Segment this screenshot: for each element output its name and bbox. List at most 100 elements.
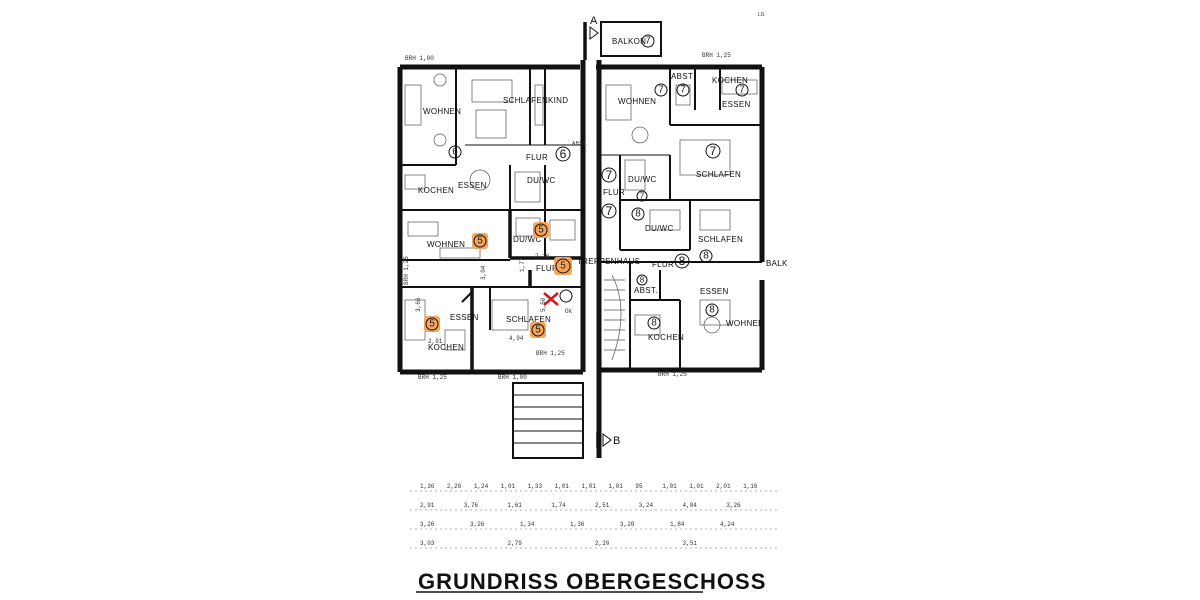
room-label: ABST: [671, 72, 693, 81]
svg-text:7: 7: [680, 85, 686, 96]
highlight-marker: 5: [554, 257, 572, 275]
dimension-table: 1,36 2,26 1,24 1,01 1,33 1,01 1,01 1,01 95 1,01 1,…: [410, 483, 780, 549]
dimension-value: 1,36: [570, 521, 585, 528]
svg-text:ABST.: ABST.: [572, 141, 587, 147]
room-label: FLUR: [603, 188, 625, 197]
dimension-value: 1,01: [555, 483, 570, 490]
room-label: KIND: [548, 96, 568, 105]
balcony-top: BALKON 7: [600, 21, 662, 57]
svg-text:2,16: 2,16: [535, 253, 550, 260]
room-label: ESSEN: [700, 287, 729, 296]
dimension-value: 1,33: [528, 483, 543, 490]
room-label: ABST.: [634, 286, 658, 295]
svg-text:4,94: 4,94: [509, 335, 524, 342]
svg-text:5: 5: [429, 319, 435, 330]
room-label: KOCHEN: [648, 333, 684, 342]
svg-text:7: 7: [640, 192, 645, 201]
svg-text:8: 8: [635, 209, 641, 220]
dimension-value: 1,16: [743, 483, 758, 490]
dimension-value: 1,01: [501, 483, 516, 490]
room-label: FLUR: [536, 264, 558, 273]
svg-text:BRH 1,25: BRH 1,25: [658, 371, 687, 378]
room-label: WOHNEN: [423, 107, 461, 116]
svg-text:5: 5: [477, 236, 483, 247]
svg-text:8: 8: [709, 305, 715, 316]
svg-text:2,91: 2,91: [428, 338, 443, 345]
svg-text:BRH 1,00: BRH 1,00: [405, 55, 434, 62]
svg-text:BRH 1,25: BRH 1,25: [403, 256, 410, 285]
dimension-value: 2,01: [716, 483, 731, 490]
svg-text:8: 8: [703, 251, 709, 262]
dimension-value: 4,84: [683, 502, 698, 509]
svg-text:7: 7: [606, 204, 613, 218]
dimension-value: 1,01: [662, 483, 677, 490]
highlight-marker: 5: [472, 233, 488, 249]
highlight-marker: 5: [530, 322, 546, 338]
highlight-marker: 5: [424, 316, 440, 332]
room-label: BALK: [766, 259, 788, 268]
dimension-value: 2,20: [595, 540, 610, 547]
room-label: WOHNEN: [427, 240, 465, 249]
svg-text:7: 7: [739, 85, 745, 96]
svg-text:6: 6: [560, 147, 567, 161]
dimension-value: 3,26: [726, 502, 741, 509]
svg-text:7: 7: [606, 168, 613, 182]
svg-text:BALKON: BALKON: [612, 37, 646, 46]
dimension-value: 1,61: [508, 502, 523, 509]
dimension-value: 3,76: [464, 502, 479, 509]
room-label: SCHLAFEN: [696, 170, 741, 179]
dimension-value: 1,01: [689, 483, 704, 490]
dimension-value: 2,79: [508, 540, 523, 547]
dimension-value: 2,91: [420, 502, 435, 509]
room-label: FLUR: [526, 153, 548, 162]
dimension-value: 1,84: [670, 521, 685, 528]
dimension-value: 3,20: [620, 521, 635, 528]
room-label: TREPPENHAUS: [577, 257, 640, 266]
dimension-value: 1,36: [420, 483, 435, 490]
room-label: SCHLAFEN: [506, 315, 551, 324]
svg-text:7: 7: [710, 144, 717, 158]
room-label: DU/WC: [527, 176, 556, 185]
room-label: KOCHEN: [418, 186, 454, 195]
svg-text:5: 5: [535, 325, 541, 336]
svg-text:3,04: 3,04: [480, 265, 487, 280]
room-label: KOCHEN: [428, 343, 464, 352]
svg-text:Ok: Ok: [565, 308, 573, 315]
entrance-stairs: [512, 372, 602, 459]
dimension-value: 3,24: [639, 502, 654, 509]
svg-text:5: 5: [560, 261, 566, 272]
dimension-value: 3,51: [683, 540, 698, 547]
svg-text:8: 8: [651, 318, 657, 329]
svg-text:BRH 1,25: BRH 1,25: [536, 350, 565, 357]
dimension-annotations: BRH 1,00 BRH 1,25 BRH 1,25 3,66 2,91 4,9…: [403, 52, 731, 381]
room-label: DU/WC: [628, 175, 657, 184]
page-title: GRUNDRISS OBERGESCHOSS: [418, 569, 766, 594]
svg-text:7: 7: [658, 85, 664, 96]
svg-text:5,50: 5,50: [540, 297, 547, 312]
room-label: WOHNEN: [726, 319, 764, 328]
room-label: DU/WC: [645, 224, 674, 233]
section-marker-a: A: [583, 15, 599, 60]
dimension-value: 3,26: [420, 521, 435, 528]
dimension-value: 1,01: [582, 483, 597, 490]
dimension-value: 95: [635, 483, 643, 490]
svg-text:7: 7: [645, 36, 651, 47]
corner-mark: LG: [758, 12, 765, 18]
dimension-value: 1,74: [551, 502, 566, 509]
dimension-value: 1,01: [608, 483, 623, 490]
dimension-value: 2,51: [595, 502, 610, 509]
room-label: KOCHEN: [712, 76, 748, 85]
furniture: [404, 73, 758, 361]
section-marker-b: B: [596, 432, 621, 448]
dimension-value: 3,26: [470, 521, 485, 528]
room-label: ESSEN: [458, 181, 487, 190]
svg-text:B: B: [613, 435, 621, 447]
svg-text:5: 5: [538, 225, 544, 236]
dimension-value: 4,24: [720, 521, 735, 528]
dimension-value: 1,24: [474, 483, 489, 490]
room-label: SCHLAFEN: [698, 235, 743, 244]
dimension-value: 2,26: [447, 483, 462, 490]
svg-text:BRH 1,25: BRH 1,25: [702, 52, 731, 59]
red-cross-mark: [543, 289, 573, 306]
